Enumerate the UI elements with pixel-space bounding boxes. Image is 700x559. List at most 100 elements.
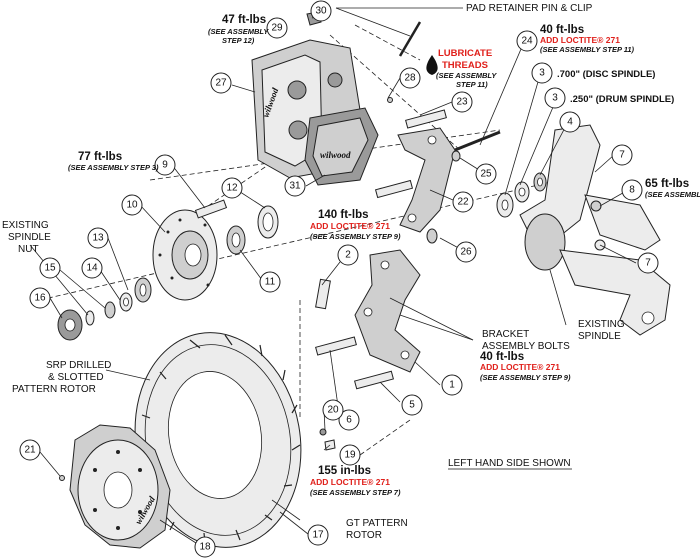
svg-text:1: 1	[449, 380, 455, 391]
label-gt-2: ROTOR	[346, 530, 382, 541]
svg-text:7: 7	[645, 258, 651, 269]
callout-13: 13	[87, 227, 109, 249]
torque-47-note-1: (SEE ASSEMBLY	[208, 27, 269, 36]
svg-text:9: 9	[162, 160, 168, 171]
torque-65: 65 ft-lbs	[645, 178, 689, 190]
label-existing-spindle-2: SPINDLE	[578, 331, 621, 342]
callout-8: 8	[621, 179, 643, 201]
mounting-bracket	[397, 127, 456, 233]
torque-40-bottom: 40 ft-lbs	[480, 351, 524, 363]
torque-40-top: 40 ft-lbs	[540, 24, 584, 36]
svg-text:13: 13	[92, 233, 104, 244]
svg-text:30: 30	[315, 6, 327, 17]
svg-text:24: 24	[521, 36, 533, 47]
torque-140: 140 ft-lbs	[318, 209, 369, 221]
callout-18: 18	[194, 536, 216, 558]
callout-28: 28	[399, 67, 421, 89]
torque-77: 77 ft-lbs	[78, 151, 122, 163]
callout-22: 22	[452, 191, 474, 213]
torque-40-top-loctite: ADD LOCTITE® 271	[540, 35, 620, 45]
part-labels: PAD RETAINER PIN & CLIP LUBRICATE THREAD…	[2, 3, 674, 541]
svg-text:11: 11	[265, 277, 276, 288]
callout-6: 6	[338, 409, 360, 431]
label-bracket-1: BRACKET	[482, 329, 529, 340]
bearings-seals	[57, 205, 279, 341]
callout-26: 26	[455, 241, 477, 263]
callout-9: 9	[154, 154, 176, 176]
callout-14: 14	[81, 257, 103, 279]
label-lubricate-2: THREADS	[442, 60, 488, 71]
callouts: 1 2 3 3 4 5 6 7 7 8 9 10 11 12 13 14 15 …	[19, 0, 659, 558]
svg-text:14: 14	[86, 263, 98, 274]
pad-logo: wilwood	[320, 150, 351, 160]
label-srp-3: PATTERN ROTOR	[12, 384, 96, 395]
torque-40-top-note: (SEE ASSEMBLY STEP 11)	[540, 45, 635, 54]
label-left-hand-side: LEFT HAND SIDE SHOWN	[448, 458, 571, 469]
callout-16: 16	[29, 287, 51, 309]
label-gt-1: GT PATTERN	[346, 518, 408, 529]
svg-text:16: 16	[34, 293, 46, 304]
callout-23: 23	[451, 91, 473, 113]
callout-11: 11	[259, 271, 281, 293]
torque-47: 47 ft-lbs	[222, 14, 266, 26]
svg-text:19: 19	[344, 450, 356, 461]
callout-12: 12	[221, 177, 243, 199]
label-existing-nut-1: EXISTING	[2, 220, 49, 231]
torque-155-loctite: ADD LOCTITE® 271	[310, 477, 390, 487]
callout-1: 1	[441, 374, 463, 396]
torque-40-bottom-loctite: ADD LOCTITE® 271	[480, 362, 560, 372]
label-srp-1: SRP DRILLED	[46, 360, 111, 371]
callout-30: 30	[310, 0, 332, 22]
label-srp-2: & SLOTTED	[48, 372, 104, 383]
torque-155-note: (SEE ASSEMBLY STEP 7)	[310, 488, 401, 497]
callout-21: 21	[19, 439, 41, 461]
spacer-bracket	[354, 249, 421, 373]
svg-text:3: 3	[552, 93, 558, 104]
label-lubricate-1: LUBRICATE	[438, 48, 492, 59]
brake-pad: wilwood	[304, 107, 379, 186]
caliper: wilwood	[251, 39, 361, 179]
callout-3a: 3	[531, 62, 553, 84]
torque-40-bottom-note: (SEE ASSEMBLY STEP 9)	[480, 373, 571, 382]
svg-text:8: 8	[629, 185, 635, 196]
callout-27: 27	[210, 72, 232, 94]
label-disc-spindle: .700" (DISC SPINDLE)	[557, 69, 655, 80]
lubricate-drop-icon	[426, 55, 438, 75]
svg-text:29: 29	[271, 23, 283, 34]
label-existing-nut-3: NUT	[18, 244, 39, 255]
svg-text:15: 15	[44, 263, 56, 274]
label-existing-spindle-1: EXISTING	[578, 319, 625, 330]
leader-lines	[29, 7, 637, 544]
svg-text:22: 22	[457, 197, 469, 208]
label-drum-spindle: .250" (DRUM SPINDLE)	[570, 94, 674, 105]
svg-text:27: 27	[215, 78, 227, 89]
callout-31: 31	[284, 175, 306, 197]
callout-5: 5	[401, 394, 423, 416]
svg-text:25: 25	[480, 169, 492, 180]
svg-text:21: 21	[24, 445, 36, 456]
label-lubricate-note-1: (SEE ASSEMBLY	[436, 71, 497, 80]
torque-65-note: (SEE ASSEMBLY STEP 9)	[645, 190, 700, 199]
svg-text:31: 31	[289, 181, 301, 192]
svg-text:28: 28	[404, 73, 416, 84]
svg-text:4: 4	[567, 117, 573, 128]
svg-text:18: 18	[199, 542, 211, 553]
label-lubricate-note-2: STEP 11)	[456, 80, 488, 89]
callout-10: 10	[121, 194, 143, 216]
label-existing-nut-2: SPINDLE	[8, 232, 51, 243]
svg-text:17: 17	[312, 530, 324, 541]
callout-29: 29	[266, 17, 288, 39]
callout-25: 25	[475, 163, 497, 185]
torque-77-note: (SEE ASSEMBLY STEP 3)	[68, 163, 159, 172]
callout-19: 19	[339, 444, 361, 466]
svg-text:23: 23	[456, 97, 468, 108]
callout-2: 2	[337, 244, 359, 266]
svg-text:7: 7	[619, 150, 625, 161]
hub	[152, 209, 218, 301]
callout-7a: 7	[611, 144, 633, 166]
svg-text:10: 10	[126, 200, 138, 211]
existing-spindle	[519, 124, 671, 336]
torque-140-note: (SEE ASSEMBLY STEP 9)	[310, 232, 401, 241]
